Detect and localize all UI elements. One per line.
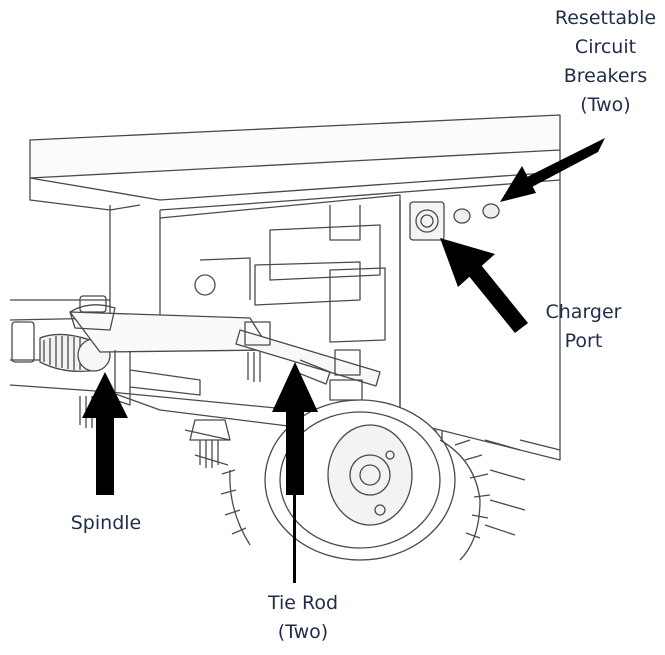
tie-rod-label: Tie Rod (Two) (258, 589, 348, 647)
breakers-label-line-1: Resettable (554, 7, 657, 29)
spindle-label-line-1: Spindle (70, 512, 142, 534)
charger-port-label: Charger Port (536, 298, 631, 356)
machine-line-art (9, 114, 561, 561)
breakers-label-line-4: (Two) (580, 94, 631, 116)
resettable-circuit-breakers-label: Resettable Circuit Breakers (Two) (548, 4, 663, 120)
callout-arrows (82, 138, 605, 583)
charger-label-line-1: Charger (545, 301, 622, 323)
charger-label-line-2: Port (564, 330, 603, 352)
charger-port-arrow (440, 238, 528, 333)
tie-rod-arrow (272, 362, 318, 583)
breakers-arrow (500, 138, 605, 202)
tie-rod-label-line-2: (Two) (277, 621, 329, 643)
spindle-label: Spindle (60, 509, 152, 538)
spindle-arrow (82, 372, 128, 495)
breakers-label-line-2: Circuit (574, 36, 637, 58)
breakers-label-line-3: Breakers (563, 65, 648, 87)
tie-rod-label-line-1: Tie Rod (267, 592, 339, 614)
